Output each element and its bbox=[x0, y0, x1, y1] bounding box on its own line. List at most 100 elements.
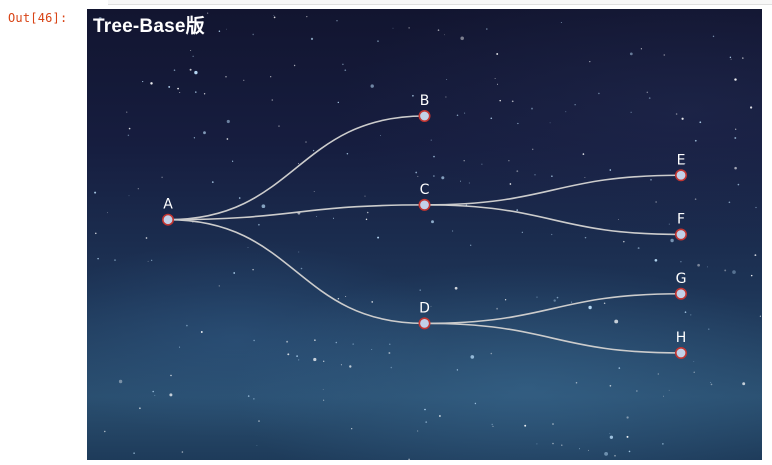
star bbox=[708, 328, 710, 330]
star bbox=[459, 180, 462, 182]
star bbox=[186, 324, 188, 327]
star bbox=[232, 160, 234, 162]
star bbox=[470, 244, 472, 246]
tree-node-F[interactable]: F bbox=[674, 212, 687, 241]
star bbox=[628, 450, 631, 453]
star bbox=[170, 374, 172, 377]
star bbox=[344, 69, 347, 72]
tree-node-H[interactable]: H bbox=[674, 330, 687, 359]
star bbox=[737, 183, 740, 186]
star bbox=[200, 331, 203, 333]
star bbox=[609, 435, 614, 439]
star bbox=[173, 69, 176, 71]
star bbox=[293, 64, 296, 67]
star bbox=[247, 246, 249, 248]
star bbox=[626, 435, 629, 438]
star bbox=[735, 128, 737, 130]
star bbox=[521, 231, 523, 233]
star bbox=[380, 135, 381, 136]
star bbox=[693, 361, 695, 362]
star bbox=[759, 315, 761, 317]
node-label-E: E bbox=[677, 152, 686, 168]
star bbox=[161, 176, 163, 179]
star bbox=[392, 27, 394, 29]
star bbox=[349, 365, 352, 368]
star bbox=[389, 343, 391, 345]
star bbox=[511, 100, 514, 103]
star bbox=[710, 382, 712, 383]
star bbox=[226, 138, 229, 140]
star bbox=[560, 21, 562, 23]
star bbox=[133, 452, 135, 454]
star bbox=[655, 201, 657, 203]
node-marker-A[interactable] bbox=[162, 213, 175, 226]
star bbox=[508, 160, 510, 162]
star bbox=[734, 78, 737, 81]
star bbox=[306, 15, 308, 18]
star bbox=[663, 395, 664, 397]
star bbox=[517, 122, 519, 125]
tree-node-E[interactable]: E bbox=[674, 152, 687, 182]
star bbox=[313, 357, 317, 362]
star bbox=[650, 178, 652, 181]
star bbox=[712, 35, 715, 38]
star bbox=[584, 176, 586, 178]
node-marker-B[interactable] bbox=[418, 110, 431, 123]
star bbox=[456, 114, 459, 116]
star bbox=[654, 258, 658, 262]
star bbox=[218, 30, 221, 33]
star bbox=[258, 223, 260, 226]
star bbox=[226, 28, 228, 30]
tree-edge-A-D bbox=[167, 218, 425, 325]
tree-edge-A-B bbox=[167, 115, 425, 221]
star bbox=[94, 191, 97, 194]
cell-top-border bbox=[108, 0, 772, 5]
star bbox=[441, 176, 445, 180]
star bbox=[433, 175, 435, 177]
star bbox=[337, 101, 339, 104]
star bbox=[312, 149, 315, 152]
star bbox=[648, 97, 651, 99]
star bbox=[412, 94, 414, 97]
output-prompt: Out[46]: bbox=[8, 11, 68, 25]
star bbox=[152, 390, 155, 393]
star bbox=[417, 175, 419, 177]
node-marker-D[interactable] bbox=[418, 317, 431, 330]
tree-node-C[interactable]: C bbox=[418, 182, 431, 211]
star bbox=[233, 272, 236, 274]
star bbox=[286, 340, 289, 343]
star bbox=[195, 91, 197, 93]
star bbox=[690, 314, 692, 316]
star bbox=[710, 383, 713, 386]
star bbox=[371, 301, 374, 303]
star bbox=[189, 68, 192, 71]
star bbox=[460, 36, 464, 41]
star bbox=[536, 296, 538, 298]
star bbox=[468, 182, 470, 184]
star bbox=[668, 389, 670, 391]
node-marker-C[interactable] bbox=[418, 198, 431, 211]
tree-edge-D-G bbox=[424, 292, 682, 325]
node-marker-G[interactable] bbox=[674, 287, 687, 300]
star bbox=[496, 53, 499, 55]
star bbox=[211, 181, 214, 183]
tree-node-D[interactable]: D bbox=[418, 300, 431, 330]
star bbox=[305, 141, 307, 143]
star bbox=[732, 270, 736, 274]
star bbox=[252, 33, 254, 36]
node-marker-F[interactable] bbox=[674, 228, 687, 241]
star bbox=[351, 428, 353, 430]
star bbox=[340, 364, 342, 366]
tree-node-B[interactable]: B bbox=[418, 93, 431, 123]
star bbox=[588, 305, 592, 310]
tree-node-A[interactable]: A bbox=[162, 197, 175, 226]
star bbox=[179, 346, 181, 348]
node-marker-E[interactable] bbox=[674, 169, 687, 182]
star bbox=[430, 139, 432, 141]
star bbox=[551, 233, 553, 236]
tree-node-G[interactable]: G bbox=[674, 271, 687, 300]
star bbox=[604, 451, 609, 456]
star bbox=[192, 222, 194, 223]
node-marker-H[interactable] bbox=[674, 346, 687, 359]
star bbox=[365, 218, 368, 221]
